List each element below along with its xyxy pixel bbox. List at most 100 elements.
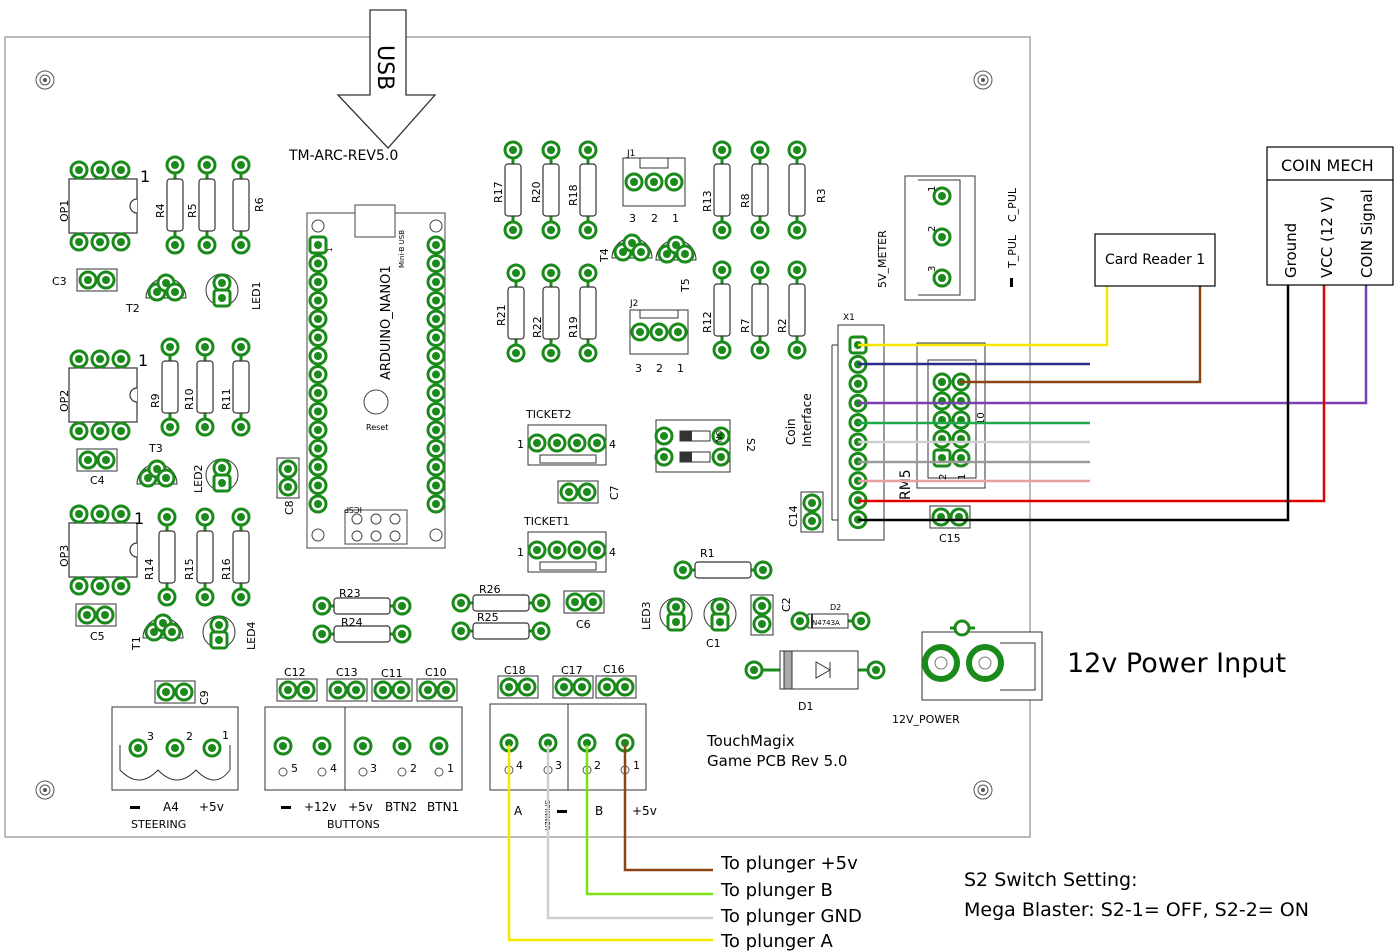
steering-5v: +5v	[199, 800, 224, 814]
arduino-usb-label: Mini-B USB	[398, 230, 406, 268]
ticket2-label: TICKET2	[525, 408, 572, 421]
optocoupler-op2	[69, 351, 137, 439]
solder-pad	[951, 448, 971, 468]
resistor-r11	[233, 339, 249, 435]
solder-pad	[426, 383, 446, 403]
s2-on-label: ON	[714, 430, 723, 442]
spinner-pin4: 4	[516, 759, 523, 772]
rm5-pin1: 1	[957, 474, 968, 480]
power-jack	[921, 619, 1043, 701]
solder-pad	[426, 328, 446, 347]
solder-pad	[426, 235, 446, 255]
led2-label: LED2	[192, 464, 205, 493]
solder-pad	[308, 457, 328, 477]
solder-pad	[308, 494, 328, 514]
plunger-5v-label: To plunger +5v	[720, 853, 858, 874]
capacitor-c16	[596, 676, 636, 698]
c12-label: C12	[284, 666, 306, 679]
resistor-r19	[580, 265, 596, 361]
solder-pad	[308, 402, 328, 421]
meter-pin2: 2	[927, 226, 938, 232]
resistor-r2	[789, 262, 805, 358]
plunger-wires	[507, 745, 713, 942]
r6-label: R6	[253, 197, 266, 212]
arduino-pin1-label: 1	[326, 248, 334, 252]
solder-pad	[932, 391, 952, 411]
buttons-btn2: BTN2	[385, 800, 417, 814]
j2-pin1: 1	[677, 362, 684, 375]
r25-label: R25	[477, 611, 499, 624]
resistor-r7	[752, 262, 768, 358]
meter-pin1: 1	[927, 186, 938, 192]
solder-pad	[308, 272, 328, 292]
t2-label: T2	[125, 302, 140, 315]
resistor-r12	[714, 262, 730, 358]
c18-label: C18	[504, 664, 526, 677]
capacitor-c15	[930, 506, 970, 528]
r17-label: R17	[492, 181, 505, 203]
r23-label: R23	[339, 587, 361, 600]
r24-label: R24	[341, 616, 363, 629]
op1-pin1-label: 1	[140, 167, 150, 186]
buttons-label: BUTTONS	[327, 818, 380, 831]
led3	[660, 598, 692, 630]
ticket2-pin1: 1	[517, 438, 524, 451]
solder-pad	[426, 346, 446, 366]
solder-pad	[951, 410, 971, 430]
resistor-r3	[789, 142, 805, 238]
solder-pad	[426, 420, 446, 440]
coin-mech-signal: COIN Signal	[1358, 189, 1376, 278]
spinner-pin2: 2	[594, 759, 601, 772]
resistor-r23	[314, 598, 410, 614]
solder-pad	[426, 365, 446, 384]
buttons-pin1: 1	[447, 762, 454, 775]
arduino-nano-module	[306, 204, 446, 549]
resistor-r26	[453, 595, 549, 611]
op3-pin1-label: 1	[134, 509, 144, 528]
coin-mech-box	[1266, 146, 1394, 286]
solder-pad	[308, 291, 328, 310]
spinner-gnd-minus	[557, 810, 567, 813]
resistor-r1	[675, 562, 771, 578]
coin-interface-label-1: Coin	[784, 418, 798, 445]
board-title-line2: Game PCB Rev 5.0	[707, 752, 847, 770]
j2-label: J2	[629, 299, 638, 309]
board-title-line1: TouchMagix	[706, 732, 795, 750]
c16-label: C16	[603, 663, 625, 676]
resistor-r13	[714, 142, 730, 238]
resistor-r21	[508, 265, 524, 361]
plunger-gnd-label: To plunger GND	[720, 906, 862, 927]
x1-label: X1	[843, 313, 855, 323]
power-label: 12V_POWER	[892, 713, 960, 726]
jumper-j1	[622, 157, 686, 207]
t1-label: T1	[130, 636, 143, 651]
rm5-pin2: 2	[938, 474, 949, 480]
solder-pad	[308, 365, 328, 384]
c8-label: C8	[283, 500, 296, 515]
r3-label: R3	[815, 188, 828, 203]
capacitor-c6	[564, 591, 604, 613]
solder-pad	[308, 309, 328, 329]
r26-label: R26	[479, 583, 501, 596]
t-pul-minus-mark	[1010, 278, 1013, 287]
c2-label: C2	[780, 597, 793, 612]
plunger-b-label: To plunger B	[720, 880, 833, 901]
steering-terminal	[111, 706, 239, 791]
r10-label: R10	[183, 388, 196, 410]
resistor-r4	[167, 157, 183, 253]
j1-pin3: 3	[629, 212, 636, 225]
solder-pad	[426, 272, 446, 292]
optocoupler-op3	[69, 506, 137, 594]
solder-pad	[308, 254, 328, 273]
resistor-r8	[752, 142, 768, 238]
ticket1-label: TICKET1	[523, 515, 570, 528]
ticket1-pin4: 4	[609, 546, 616, 559]
rm5-label: RM5	[898, 469, 914, 500]
capacitor-c18	[498, 676, 538, 698]
buttons-pin2: 2	[410, 762, 417, 775]
r22-label: R22	[531, 316, 544, 338]
solder-pad	[426, 254, 446, 273]
r19-label: R19	[567, 316, 580, 338]
r2-label: R2	[776, 318, 789, 333]
